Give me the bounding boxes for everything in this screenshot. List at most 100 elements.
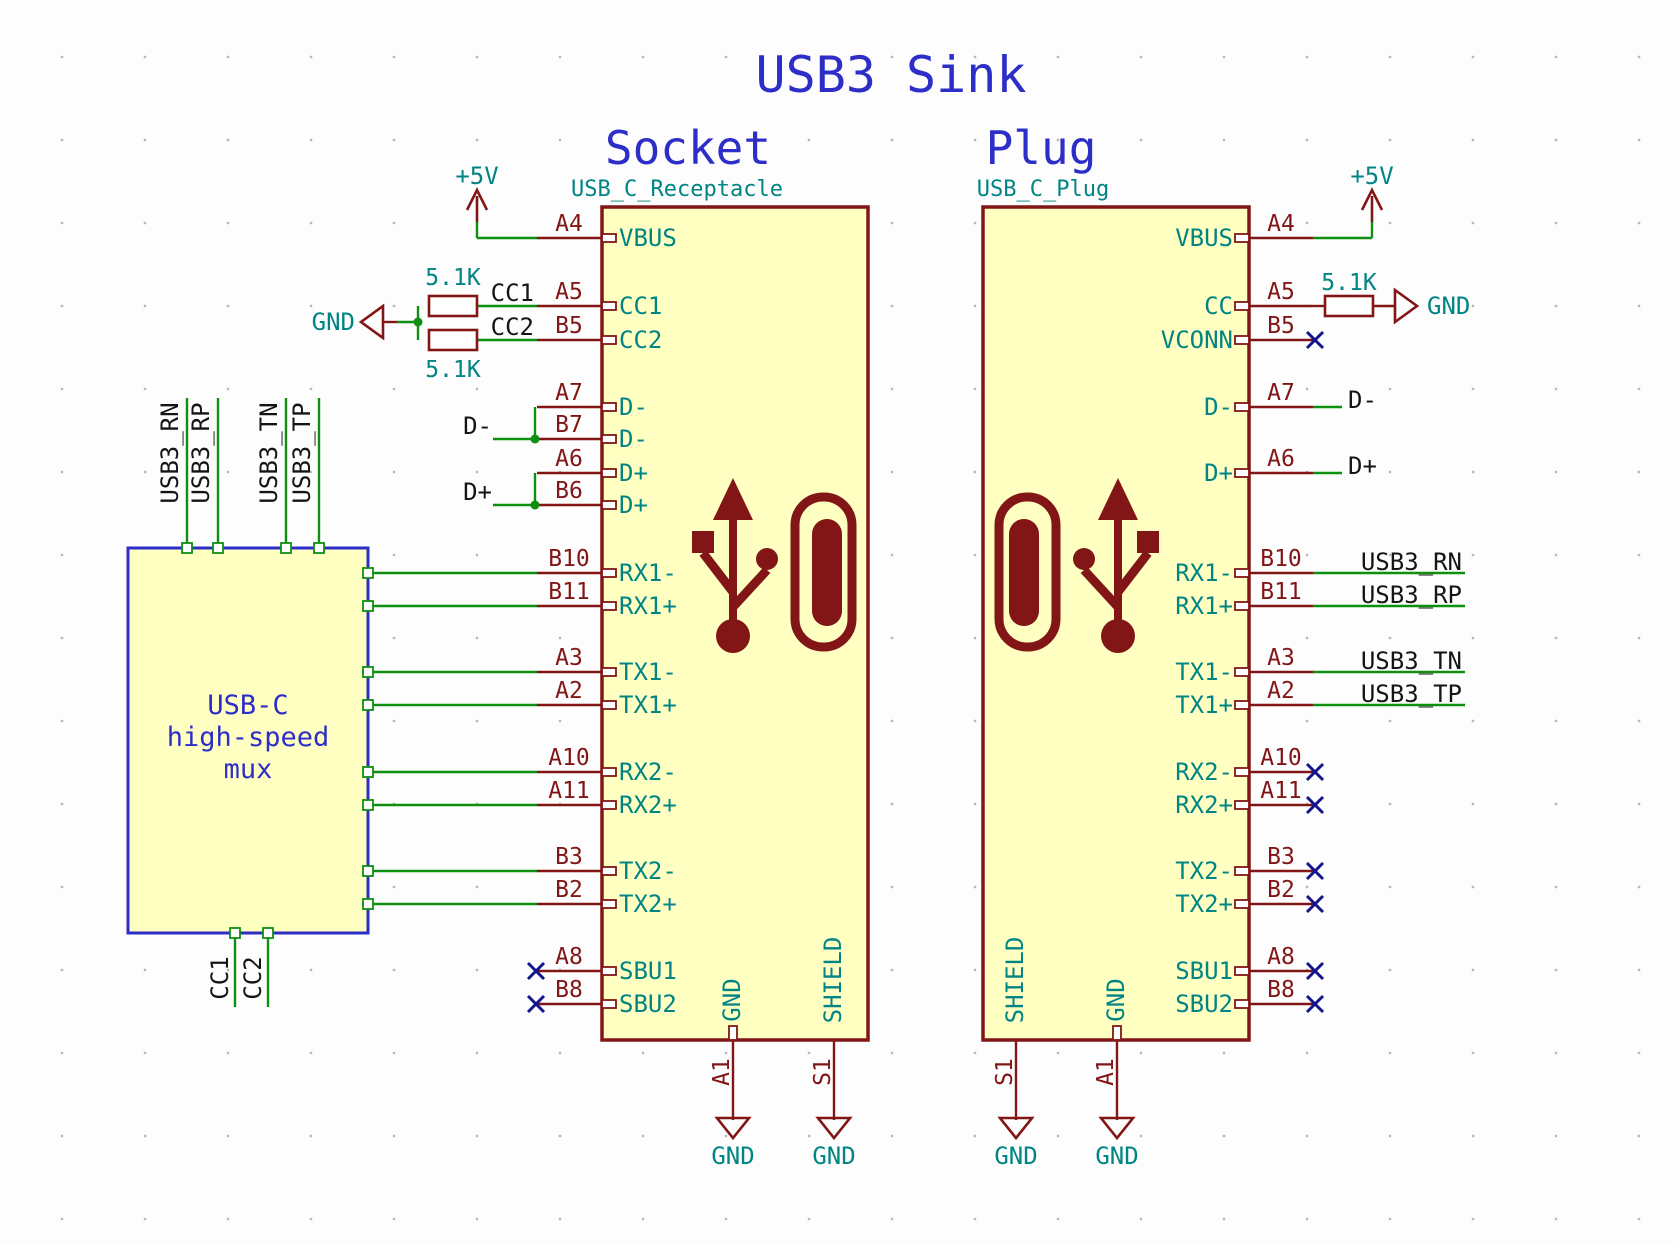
pin-name[interactable]: D+: [1204, 459, 1233, 487]
no-connect-x-icon[interactable]: [1305, 994, 1325, 1014]
pin-number[interactable]: A3: [555, 645, 583, 671]
pin-number[interactable]: B5: [1267, 313, 1295, 339]
pin-endpoint-square[interactable]: [280, 542, 292, 554]
pin-number[interactable]: B7: [555, 412, 583, 438]
no-connect-x-icon[interactable]: [1305, 961, 1325, 981]
pin-number[interactable]: A2: [1267, 678, 1295, 704]
power-label-gnd[interactable]: GND: [1095, 1142, 1138, 1170]
mux-block-body[interactable]: [126, 546, 370, 935]
power-label-gnd[interactable]: GND: [994, 1142, 1037, 1170]
pin-name[interactable]: CC1: [619, 292, 662, 320]
pin-number[interactable]: B3: [555, 844, 583, 870]
no-connect-x-icon[interactable]: [526, 961, 546, 981]
no-connect-x-icon[interactable]: [1305, 762, 1325, 782]
pin-number[interactable]: A1: [1093, 1058, 1119, 1086]
net-label[interactable]: CC1: [206, 956, 234, 999]
pin-number[interactable]: B3: [1267, 844, 1295, 870]
net-label[interactable]: CC1: [491, 279, 534, 307]
pin-number[interactable]: A7: [555, 380, 583, 406]
pin-name[interactable]: SBU2: [619, 990, 677, 1018]
pin-name[interactable]: RX1-: [1175, 559, 1233, 587]
pin-name[interactable]: TX2-: [1175, 857, 1233, 885]
pin-name[interactable]: D-: [619, 425, 648, 453]
pin-endpoint-square[interactable]: [362, 666, 374, 678]
pin-endpoint-square[interactable]: [229, 927, 241, 939]
pin-number[interactable]: A10: [1260, 745, 1302, 771]
pin-name[interactable]: VBUS: [1175, 224, 1233, 252]
power-label-plus5v[interactable]: +5V: [455, 162, 498, 190]
wire-junction[interactable]: [530, 434, 540, 444]
no-connect-x-icon[interactable]: [526, 994, 546, 1014]
gnd-triangle-icon[interactable]: [358, 303, 385, 341]
pin-number[interactable]: A11: [1260, 778, 1302, 804]
pin-number[interactable]: A10: [548, 745, 590, 771]
net-label[interactable]: D+: [463, 478, 492, 506]
pin-name[interactable]: TX2+: [619, 890, 677, 918]
pin-number[interactable]: B8: [555, 977, 583, 1003]
pin-name[interactable]: RX1+: [1175, 592, 1233, 620]
pin-number[interactable]: A6: [555, 446, 583, 472]
power-label-gnd[interactable]: GND: [711, 1142, 754, 1170]
net-label[interactable]: USB3_RP: [1361, 581, 1462, 609]
resistor-value[interactable]: 5.1K: [425, 265, 481, 291]
net-label[interactable]: D+: [1348, 452, 1377, 480]
pin-number[interactable]: A3: [1267, 645, 1295, 671]
pin-number[interactable]: S1: [992, 1058, 1018, 1086]
wire-junction[interactable]: [530, 500, 540, 510]
no-connect-x-icon[interactable]: [1305, 795, 1325, 815]
net-label[interactable]: USB3_TP: [288, 402, 316, 503]
power-label-gnd[interactable]: GND: [312, 308, 355, 336]
resistor-body[interactable]: [427, 294, 479, 318]
socket-heading[interactable]: Socket: [605, 121, 771, 175]
pin-number[interactable]: B8: [1267, 977, 1295, 1003]
plug-symbol-value[interactable]: USB_C_Plug: [977, 177, 1109, 202]
pin-name[interactable]: RX1-: [619, 559, 677, 587]
net-label[interactable]: D-: [463, 412, 492, 440]
pin-number[interactable]: A5: [1267, 279, 1295, 305]
pin-name[interactable]: GND: [718, 978, 746, 1021]
plug-heading[interactable]: Plug: [986, 121, 1097, 175]
pin-number[interactable]: S1: [810, 1058, 836, 1086]
socket-symbol-value[interactable]: USB_C_Receptacle: [571, 177, 783, 202]
net-label[interactable]: CC2: [239, 956, 267, 999]
pin-endpoint-square[interactable]: [362, 799, 374, 811]
pin-number[interactable]: A4: [555, 211, 583, 237]
net-label[interactable]: CC2: [491, 313, 534, 341]
gnd-triangle-icon[interactable]: [1393, 287, 1420, 325]
plus5v-arrow-icon[interactable]: [465, 187, 489, 211]
pin-number[interactable]: B11: [548, 579, 590, 605]
pin-name[interactable]: CC2: [619, 326, 662, 354]
pin-name[interactable]: CC: [1204, 292, 1233, 320]
pin-number[interactable]: A8: [1267, 944, 1295, 970]
net-label[interactable]: USB3_RN: [156, 402, 184, 503]
pin-name[interactable]: RX2+: [1175, 791, 1233, 819]
pin-number[interactable]: A4: [1267, 211, 1295, 237]
pin-endpoint-square[interactable]: [262, 927, 274, 939]
resistor-body[interactable]: [427, 328, 479, 352]
pin-number[interactable]: A8: [555, 944, 583, 970]
no-connect-x-icon[interactable]: [1305, 861, 1325, 881]
power-label-gnd[interactable]: GND: [812, 1142, 855, 1170]
pin-name[interactable]: SHIELD: [819, 937, 847, 1024]
pin-name[interactable]: VBUS: [619, 224, 677, 252]
pin-number[interactable]: A1: [709, 1058, 735, 1086]
pin-name[interactable]: SHIELD: [1001, 937, 1029, 1024]
pin-name[interactable]: TX2-: [619, 857, 677, 885]
net-label[interactable]: USB3_TN: [255, 402, 283, 503]
pin-number[interactable]: B2: [555, 877, 583, 903]
pin-endpoint-square[interactable]: [362, 865, 374, 877]
pin-endpoint-square[interactable]: [181, 542, 193, 554]
pin-number[interactable]: B11: [1260, 579, 1302, 605]
pin-name[interactable]: TX1+: [1175, 691, 1233, 719]
pin-number[interactable]: B10: [1260, 546, 1302, 572]
no-connect-x-icon[interactable]: [1305, 894, 1325, 914]
pin-name[interactable]: RX2+: [619, 791, 677, 819]
pin-number[interactable]: A2: [555, 678, 583, 704]
pin-endpoint-square[interactable]: [362, 766, 374, 778]
net-label[interactable]: USB3_TP: [1361, 680, 1462, 708]
pin-endpoint-square[interactable]: [313, 542, 325, 554]
pin-name[interactable]: D-: [619, 393, 648, 421]
pin-name[interactable]: D+: [619, 491, 648, 519]
pin-endpoint-square[interactable]: [362, 699, 374, 711]
resistor-body[interactable]: [1323, 294, 1375, 318]
